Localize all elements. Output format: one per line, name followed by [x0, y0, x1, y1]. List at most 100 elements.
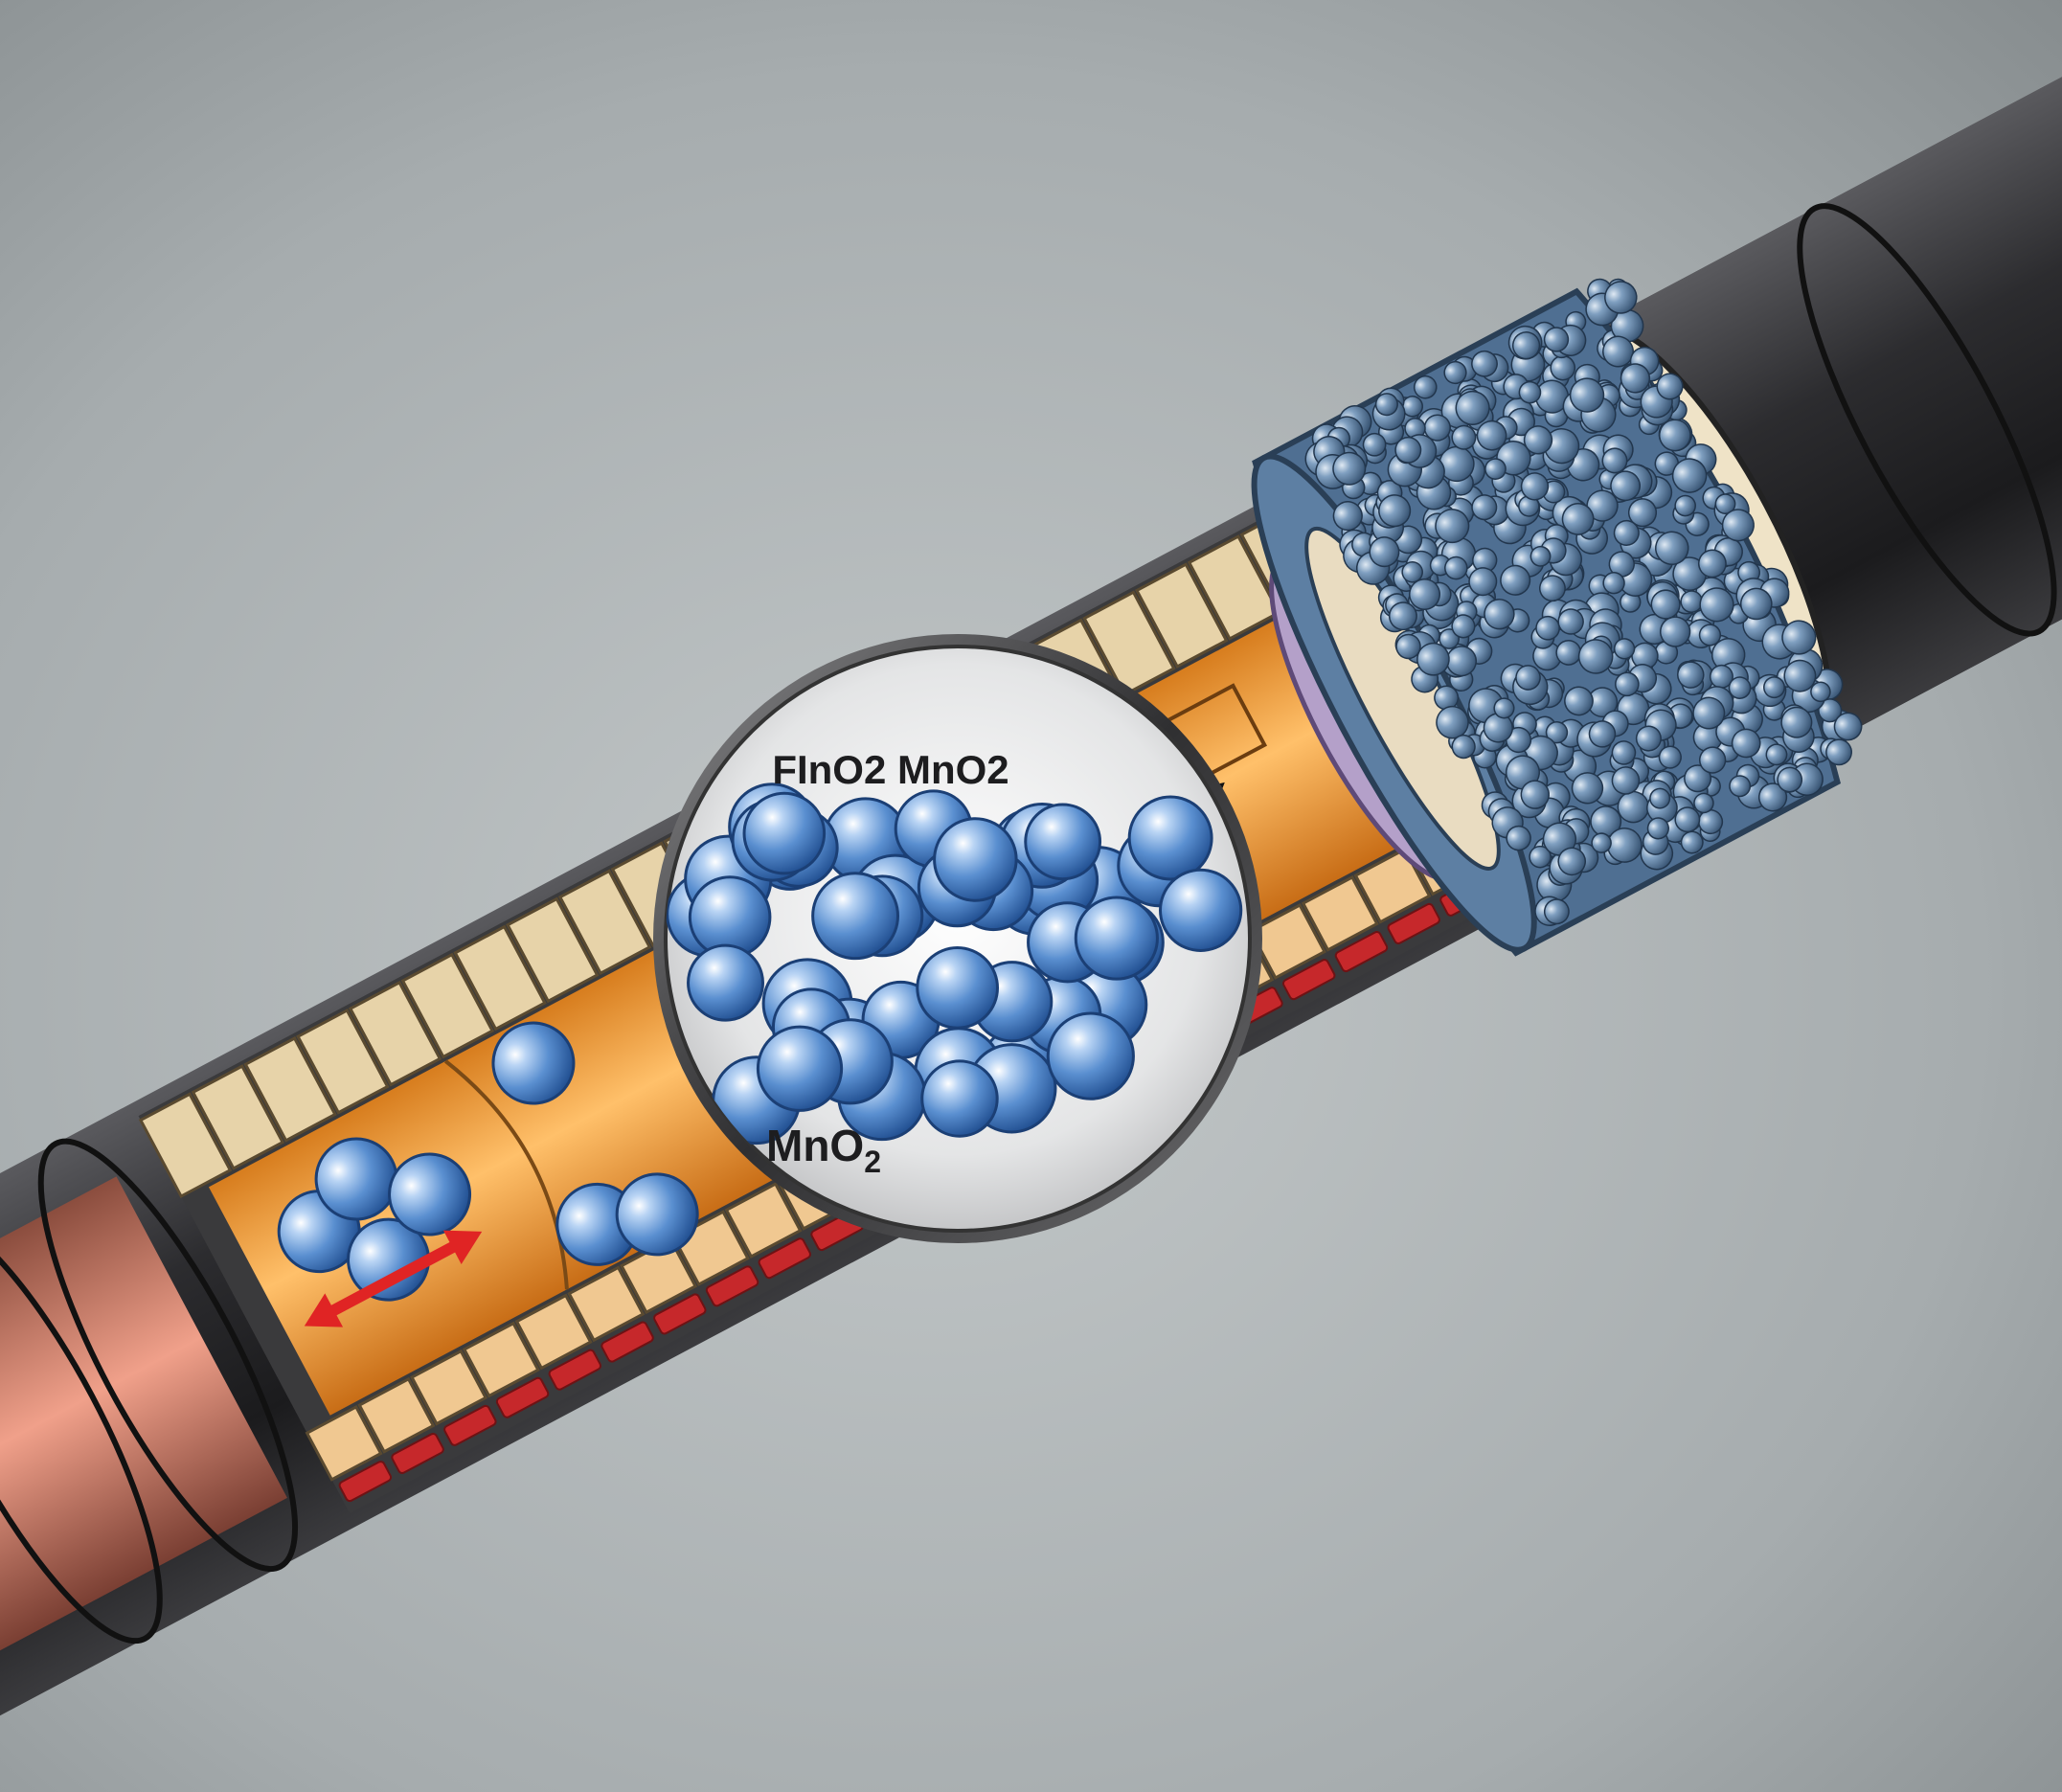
- tile: [296, 1008, 390, 1115]
- coating-sphere: [1608, 551, 1635, 578]
- tile: [557, 869, 652, 976]
- coating-sphere: [1731, 728, 1761, 759]
- coating-sphere: [1635, 725, 1662, 752]
- coating-sphere: [1739, 587, 1773, 621]
- coating-sphere: [1484, 458, 1507, 480]
- coating-sphere: [1483, 713, 1513, 743]
- magnifier-lens-icon: FInO2 MnO2 MnO2: [653, 634, 1262, 1243]
- coating-sphere: [1709, 664, 1733, 689]
- sheath-joint: [0, 1210, 163, 1645]
- double-headed-red-arrow-icon: [304, 1230, 483, 1327]
- coating-sphere: [1543, 428, 1580, 465]
- coating-sphere: [1611, 740, 1637, 765]
- coating-sphere: [1569, 377, 1605, 413]
- mno2-sphere-magnified: [1074, 896, 1159, 981]
- coating-sphere: [1515, 665, 1541, 691]
- coating-sphere: [1610, 470, 1641, 502]
- label-bottom-subscript: 2: [864, 1145, 881, 1179]
- mno2-sphere-magnified: [742, 791, 827, 875]
- coating-sphere: [1378, 494, 1412, 528]
- coating-sphere: [1615, 671, 1640, 697]
- coating-sphere: [1613, 519, 1640, 547]
- coating-sphere: [1416, 642, 1450, 676]
- coating-sphere: [1374, 393, 1398, 417]
- red-band-segment: [391, 1432, 444, 1474]
- coating-sphere: [1613, 638, 1636, 660]
- coating-sphere: [1729, 775, 1752, 798]
- coating-sphere: [1606, 828, 1643, 863]
- coating-sphere: [1451, 734, 1476, 760]
- mno2-sphere-magnified: [756, 1025, 844, 1112]
- coating-sphere: [1413, 374, 1438, 399]
- coating-sphere: [1543, 327, 1570, 352]
- coating-sphere: [1658, 745, 1682, 769]
- coating-sphere: [1777, 766, 1803, 793]
- tile: [1082, 590, 1176, 697]
- coating-sphere: [1520, 472, 1550, 501]
- coating-sphere: [1763, 676, 1785, 699]
- coating-sphere: [1674, 494, 1696, 517]
- mno2-particles-magnified: [666, 783, 1243, 1146]
- coating-sphere: [1471, 494, 1498, 521]
- coating-sphere: [1602, 335, 1634, 368]
- tile: [453, 924, 547, 1032]
- tile: [567, 1265, 646, 1343]
- label-top: FInO2 MnO2: [772, 747, 1008, 792]
- coating-sphere: [1332, 501, 1363, 532]
- tile: [1248, 903, 1327, 980]
- mno2-sphere: [615, 1172, 699, 1257]
- coating-sphere: [1649, 787, 1671, 809]
- coating-sphere: [1833, 712, 1863, 741]
- coating-sphere: [1500, 564, 1531, 596]
- tile: [1301, 874, 1379, 952]
- coating-sphere: [1611, 766, 1641, 795]
- coating-sphere: [1388, 601, 1417, 631]
- coating-sphere: [1484, 599, 1515, 630]
- red-band-segment: [495, 1376, 550, 1418]
- coating-sphere: [1654, 451, 1680, 476]
- coating-sphere: [1571, 772, 1604, 805]
- coating-sphere: [1810, 681, 1831, 703]
- red-band-segment: [443, 1404, 497, 1446]
- coating-sphere: [1557, 608, 1584, 635]
- tile: [1187, 534, 1281, 641]
- coating-sphere: [1530, 545, 1552, 567]
- mno2-sphere: [314, 1137, 398, 1221]
- tile: [514, 1293, 593, 1371]
- porous-coating-cylinder: [1251, 278, 1863, 957]
- label-bottom: MnO2: [766, 1121, 881, 1179]
- red-band-segment: [653, 1293, 707, 1335]
- coating-sphere: [1435, 509, 1470, 544]
- tile: [138, 1092, 233, 1199]
- coating-sphere: [1471, 350, 1498, 377]
- red-band-segment: [548, 1349, 602, 1391]
- coating-sphere: [1534, 379, 1570, 414]
- coating-sphere: [1395, 633, 1421, 660]
- mno2-sphere-magnified: [916, 946, 999, 1030]
- coating-sphere: [1561, 503, 1595, 535]
- coating-sphere: [1362, 432, 1387, 457]
- coating-sphere: [1604, 281, 1638, 314]
- coating-sphere: [1369, 536, 1400, 568]
- tile: [506, 896, 600, 1004]
- coating-sphere: [1698, 624, 1722, 646]
- coating-sphere: [1451, 424, 1477, 450]
- coating-sphere: [1506, 825, 1531, 851]
- mno2-sphere-magnified: [1046, 1011, 1135, 1100]
- sheath-joint: [37, 1138, 299, 1573]
- red-band-segment: [758, 1237, 811, 1280]
- coating-sphere: [1455, 390, 1490, 425]
- coating-sphere: [1538, 575, 1566, 602]
- red-band-segment: [1282, 959, 1336, 1001]
- coating-sphere: [1564, 686, 1594, 716]
- mno2-sphere-magnified: [920, 1059, 999, 1138]
- coating-sphere: [1659, 419, 1691, 452]
- coating-sphere: [1518, 380, 1542, 404]
- coating-sphere: [1627, 498, 1658, 528]
- mno2-sphere: [491, 1021, 576, 1105]
- coating-sphere: [1698, 549, 1727, 578]
- tile: [724, 1182, 803, 1259]
- coating-sphere: [1511, 331, 1541, 360]
- coating-sphere: [1677, 661, 1705, 689]
